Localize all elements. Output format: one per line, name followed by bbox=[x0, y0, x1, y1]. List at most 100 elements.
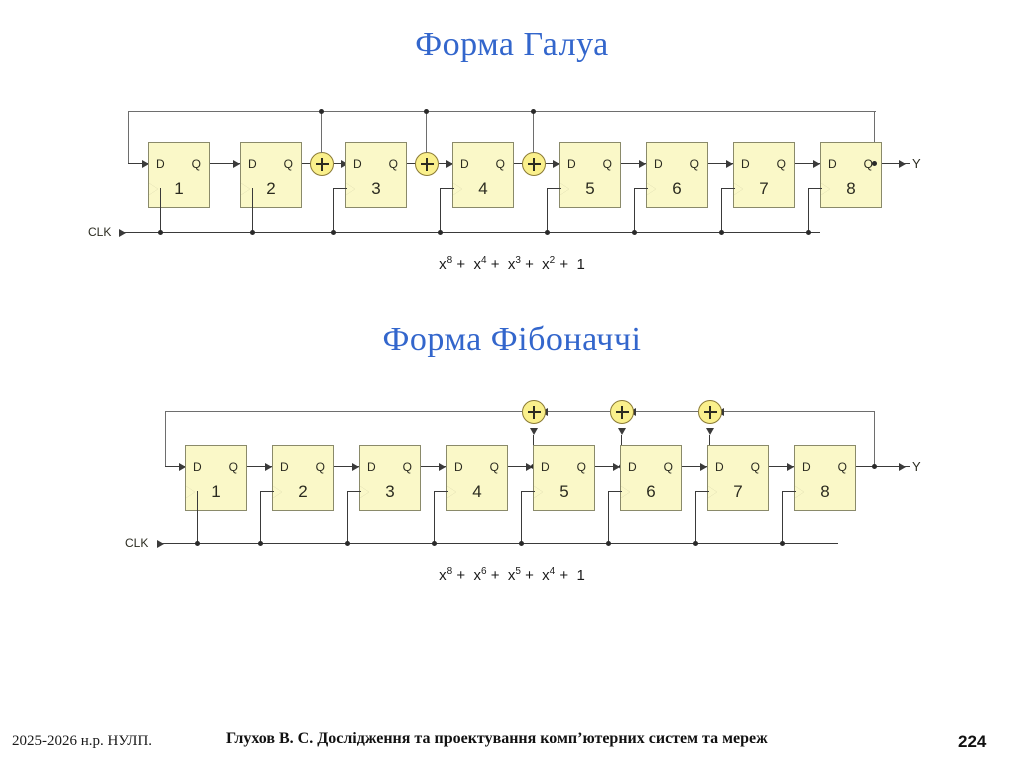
fib-clock-bus bbox=[158, 543, 838, 545]
galois-flipflop-3[interactable]: D Q 3 bbox=[345, 142, 407, 208]
fib-ff7-d-label: D bbox=[715, 460, 724, 474]
fib-poly-e2: 6 bbox=[480, 566, 487, 577]
galois-ff8-clock-input-icon bbox=[821, 183, 830, 195]
galois-ff6-number: 6 bbox=[672, 179, 682, 198]
galois-ff8-q-label: Q bbox=[863, 157, 873, 171]
fib-ff5-clock-input-icon bbox=[534, 486, 543, 498]
galois-flipflop-4[interactable]: D Q 4 bbox=[452, 142, 514, 208]
fib-ff2-number: 2 bbox=[298, 482, 308, 501]
galois-ff1-q-wire bbox=[210, 163, 240, 165]
galois-ff4-d-label: D bbox=[460, 157, 469, 171]
galois-xor-gate-3[interactable] bbox=[522, 152, 546, 176]
fib-feedback-to-ff1 bbox=[165, 466, 185, 468]
fib-ff5-d-label: D bbox=[541, 460, 550, 474]
fib-ff2-clk-wire bbox=[260, 491, 262, 544]
fib-xor2-bottom-arrow bbox=[618, 428, 626, 435]
galois-ff5-clock-input-icon bbox=[560, 183, 569, 195]
galois-ff2-q-wire bbox=[302, 163, 311, 165]
galois-feedback-drop-left bbox=[128, 111, 130, 164]
galois-ff3-number: 3 bbox=[371, 179, 381, 198]
fib-ff2-d-label: D bbox=[280, 460, 289, 474]
galois-ff5-clk-dot bbox=[545, 230, 550, 235]
fib-flipflop-1[interactable]: D Q 1 bbox=[185, 445, 247, 511]
galois-poly-t5: 1 bbox=[576, 256, 585, 273]
fib-flipflop-2[interactable]: D Q 2 bbox=[272, 445, 334, 511]
page-title-galois: Форма Галуа bbox=[415, 26, 609, 63]
fib-xor-gate-3[interactable] bbox=[698, 400, 722, 424]
fib-ff8-number: 8 bbox=[820, 482, 830, 501]
galois-ff4-q-wire bbox=[514, 163, 523, 165]
galois-xor2-tap-wire bbox=[426, 111, 428, 153]
fib-ff4-d-arrow bbox=[439, 463, 446, 471]
galois-flipflop-7[interactable]: D Q 7 bbox=[733, 142, 795, 208]
fib-xor-gate-1[interactable] bbox=[522, 400, 546, 424]
fib-poly-t2: x6 bbox=[473, 566, 487, 584]
galois-ff3-q-label: Q bbox=[388, 157, 398, 171]
galois-poly-plus4: + bbox=[559, 256, 573, 273]
galois-ff8-clk-stub bbox=[808, 188, 822, 190]
galois-xor-gate-1[interactable] bbox=[310, 152, 334, 176]
galois-flipflop-5[interactable]: D Q 5 bbox=[559, 142, 621, 208]
galois-ff5-q-label: Q bbox=[602, 157, 612, 171]
galois-ff5-d-label: D bbox=[567, 157, 576, 171]
galois-flipflop-6[interactable]: D Q 6 bbox=[646, 142, 708, 208]
galois-ff2-q-label: Q bbox=[283, 157, 293, 171]
fib-ff7-q-label: Q bbox=[750, 460, 760, 474]
galois-polynomial: x8 + x4 + x3 + x2 + 1 bbox=[0, 255, 1024, 273]
galois-ff1-d-label: D bbox=[156, 157, 165, 171]
fib-ff1-number: 1 bbox=[211, 482, 221, 501]
galois-ff3-clk-wire bbox=[333, 188, 335, 233]
galois-ff2-clock-input-icon bbox=[241, 183, 250, 195]
fib-ff8-clk-stub bbox=[782, 491, 796, 493]
footer-author-title: Глухов В. С. Дослідження та проектування… bbox=[226, 730, 768, 747]
fib-ff3-clk-wire bbox=[347, 491, 349, 544]
fib-flipflop-4[interactable]: D Q 4 bbox=[446, 445, 508, 511]
fib-flipflop-6[interactable]: D Q 6 bbox=[620, 445, 682, 511]
fib-ff6-clk-wire bbox=[608, 491, 610, 544]
galois-ff7-q-wire bbox=[795, 163, 820, 165]
fib-poly-plus3: + bbox=[525, 567, 538, 584]
fib-ff7-clock-input-icon bbox=[708, 486, 717, 498]
galois-clk-label: CLK bbox=[88, 225, 112, 239]
fib-flipflop-8[interactable]: D Q 8 bbox=[794, 445, 856, 511]
galois-flipflop-2[interactable]: D Q 2 bbox=[240, 142, 302, 208]
galois-ff4-clk-wire bbox=[440, 188, 442, 233]
galois-clock-bus bbox=[120, 232, 820, 234]
fib-ff7-d-arrow bbox=[700, 463, 707, 471]
fib-ff7-number: 7 bbox=[733, 482, 743, 501]
fib-clk-arrow bbox=[157, 540, 164, 548]
fib-flipflop-3[interactable]: D Q 3 bbox=[359, 445, 421, 511]
galois-ff7-clk-dot bbox=[719, 230, 724, 235]
fib-ff1-q-label: Q bbox=[228, 460, 238, 474]
galois-flipflop-8[interactable]: D Q 8 bbox=[820, 142, 882, 208]
fib-ff5-clk-wire bbox=[521, 491, 523, 544]
galois-ff4-clock-input-icon bbox=[453, 183, 462, 195]
fib-ff8-d-arrow bbox=[787, 463, 794, 471]
fib-ff5-d-arrow bbox=[526, 463, 533, 471]
galois-ff1-clk-dot bbox=[158, 230, 163, 235]
fib-flipflop-7[interactable]: D Q 7 bbox=[707, 445, 769, 511]
fib-poly-t3: x5 bbox=[507, 566, 521, 584]
fib-output-wire bbox=[856, 466, 910, 468]
galois-xor2-tap-dot bbox=[424, 109, 429, 114]
galois-flipflop-1[interactable]: D Q 1 bbox=[148, 142, 210, 208]
galois-ff7-d-label: D bbox=[741, 157, 750, 171]
fib-ff8-clk-wire bbox=[782, 491, 784, 544]
galois-ff1-number: 1 bbox=[174, 179, 184, 198]
fib-ff8-q-label: Q bbox=[837, 460, 847, 474]
galois-ff6-clock-input-icon bbox=[647, 183, 656, 195]
fib-ff2-q-wire bbox=[334, 466, 359, 468]
fib-poly-t4: x4 bbox=[542, 566, 556, 584]
fib-flipflop-5[interactable]: D Q 5 bbox=[533, 445, 595, 511]
fib-ff6-number: 6 bbox=[646, 482, 656, 501]
galois-ff8-clk-dot bbox=[806, 230, 811, 235]
fib-xor-gate-2[interactable] bbox=[610, 400, 634, 424]
galois-ff2-clk-wire bbox=[252, 188, 254, 233]
fib-poly-plus1: + bbox=[456, 567, 470, 584]
galois-ff3-clk-stub bbox=[333, 188, 347, 190]
galois-ff2-clk-dot bbox=[250, 230, 255, 235]
fib-ff4-clk-wire bbox=[434, 491, 436, 544]
fib-feedback-bus-seg2 bbox=[546, 411, 610, 413]
galois-ff8-d-label: D bbox=[828, 157, 837, 171]
